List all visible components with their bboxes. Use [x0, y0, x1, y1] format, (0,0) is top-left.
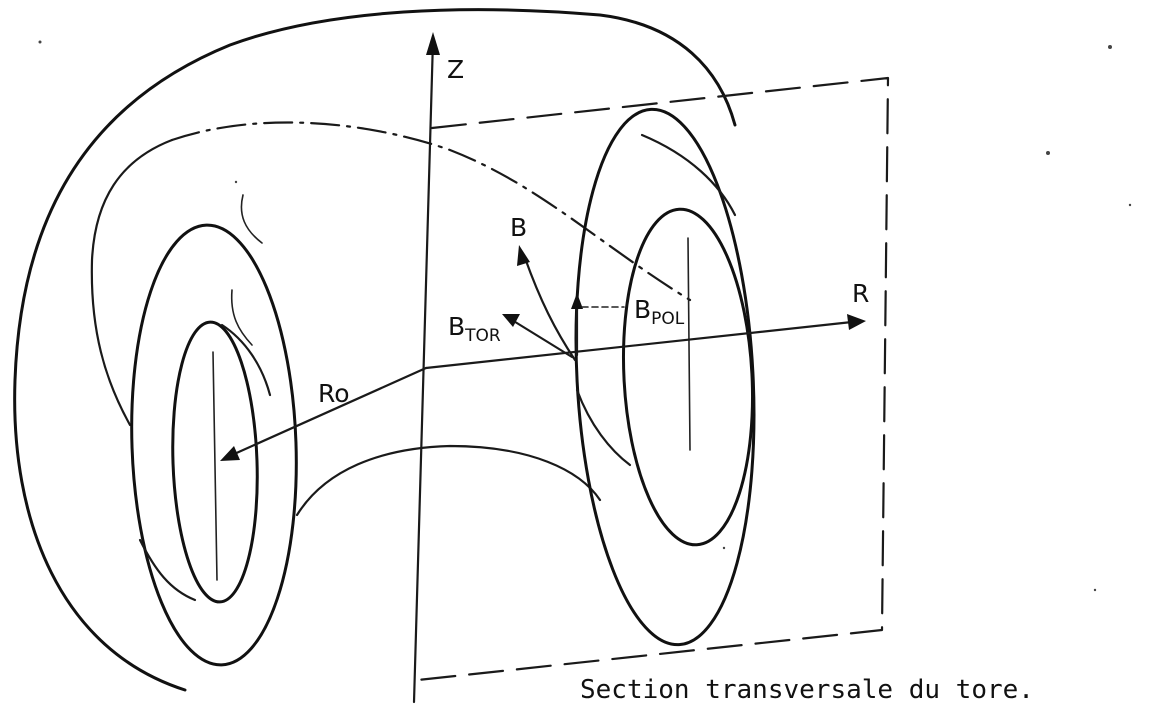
scan-speck-6	[722, 546, 726, 550]
b-tor-label-main: B	[448, 312, 465, 341]
z-axis-label: Z	[447, 55, 464, 84]
ro-radius-label: Ro	[318, 379, 350, 408]
scan-speck-4	[1128, 203, 1132, 207]
left-section-inner-ellipse	[171, 320, 259, 604]
torus-outer-outline	[13, 8, 737, 692]
scan-speck-7	[1093, 588, 1097, 592]
z-axis-line	[412, 38, 435, 704]
right-flux-curve-lower	[575, 388, 632, 467]
fold-stroke-mid	[230, 289, 253, 346]
right-section-outer-ellipse	[574, 107, 756, 647]
section-plane-dashed	[416, 76, 890, 682]
left-section-outer-ellipse	[130, 223, 298, 667]
torus-inner-left-contour	[90, 138, 174, 427]
ro-radius-line	[230, 366, 428, 457]
b-pol-label-sub: POL	[651, 309, 685, 329]
figure-caption: Section transversale du tore.	[580, 675, 1034, 705]
scan-speck-3	[1046, 151, 1050, 155]
right-section-inner-ellipse	[621, 207, 755, 547]
fold-stroke-top	[240, 194, 263, 244]
b-pol-label-main: B	[634, 295, 651, 324]
r-axis-arrowhead	[847, 314, 866, 330]
b-tor-label: BTOR	[448, 312, 501, 346]
right-flux-curve-upper	[640, 133, 737, 217]
b-field-line	[523, 256, 577, 362]
b-field-arrowhead	[517, 245, 530, 266]
torus-hidden-rim	[170, 121, 692, 302]
ro-radius-arrowhead	[220, 446, 240, 461]
b-field-label: B	[510, 213, 527, 242]
r-axis-label: R	[852, 279, 869, 308]
z-axis-arrowhead	[426, 32, 440, 55]
b-tor-line	[510, 318, 574, 359]
r-axis-line	[424, 320, 854, 370]
scan-speck-1	[38, 40, 42, 44]
scan-speck-2	[1108, 45, 1112, 49]
b-pol-arrowhead	[571, 293, 583, 309]
b-tor-arrowhead	[502, 314, 520, 327]
torus-lower-surface	[295, 444, 602, 517]
left-flux-curve-upper	[220, 323, 272, 397]
b-pol-label: BPOL	[634, 295, 685, 329]
left-section-axis	[212, 351, 218, 581]
left-flux-curve-lower	[138, 538, 197, 602]
scan-speck-5	[234, 180, 238, 184]
b-tor-label-sub: TOR	[464, 326, 501, 346]
right-section-axis	[687, 237, 691, 451]
